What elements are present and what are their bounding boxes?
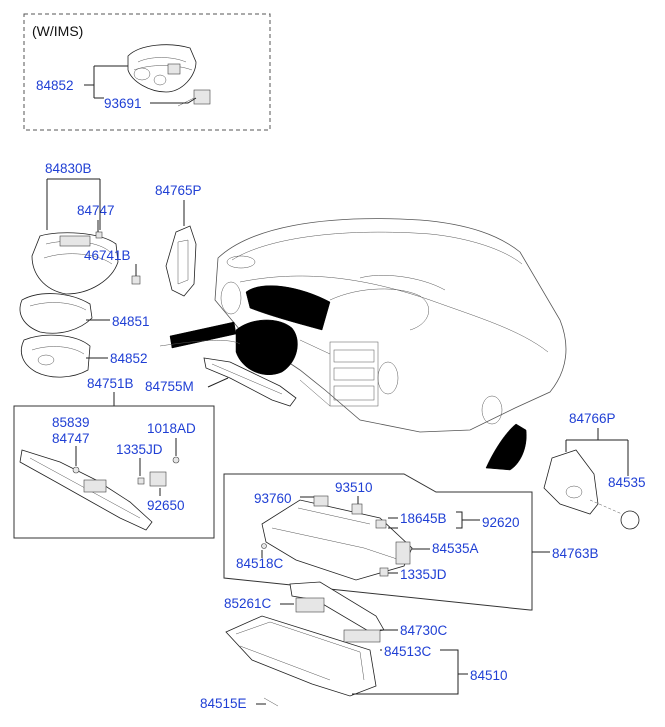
ims-switch-part [177,89,211,107]
label-84513C: 84513C [384,644,432,659]
label-1018AD: 1018AD [147,421,196,436]
part-84852-shroud-lower [20,334,91,378]
label-84851: 84851 [112,314,150,329]
label-46741B: 46741B [84,248,131,263]
label-84755M: 84755M [145,379,194,394]
label-84535A: 84535A [432,541,479,556]
part-84751B-lower-panel [19,449,167,531]
label-85839: 85839 [52,415,90,430]
label-84535: 84535 [608,475,646,490]
label-84515E: 84515E [200,696,247,711]
label-84510: 84510 [470,668,508,683]
ims-shroud-part [127,44,197,93]
label-84747-box: 84747 [52,431,90,446]
label-84852: 84852 [110,351,148,366]
label-92650: 92650 [147,498,185,513]
ims-inset: (W/IMS) 84852 93691 [23,13,271,131]
label-1335JD: 1335JD [400,567,447,582]
label-84518C: 84518C [236,556,284,571]
label-84830B: 84830B [45,161,92,176]
label-85261C: 85261C [224,596,272,611]
part-84755M-bracket [203,357,297,407]
84763B-frame [223,473,533,611]
label-93510: 93510 [335,480,373,495]
part-84763B-housing [261,495,413,581]
part-84765P-panel [165,225,197,297]
label-93760: 93760 [254,491,292,506]
dashboard-panel [159,218,567,471]
label-18645B: 18645B [400,511,447,526]
label-84763B: 84763B [552,546,599,561]
label-92620: 92620 [482,515,520,530]
part-84510-glovebox [225,615,381,707]
part-84535-cap [620,510,640,530]
label-1335JD-box: 1335JD [116,442,163,457]
part-84830B-fascia [31,232,119,295]
label-93691: 93691 [104,96,142,111]
label-84766P: 84766P [569,411,616,426]
label-84852-ims: 84852 [36,78,74,93]
ims-caption: (W/IMS) [32,23,83,39]
part-84766P-cover [543,449,599,515]
part-84851-shroud-upper [19,293,93,334]
label-84747-top: 84747 [77,203,115,218]
label-84730C: 84730C [400,623,448,638]
label-84751B: 84751B [87,376,134,391]
label-84765P: 84765P [155,183,202,198]
